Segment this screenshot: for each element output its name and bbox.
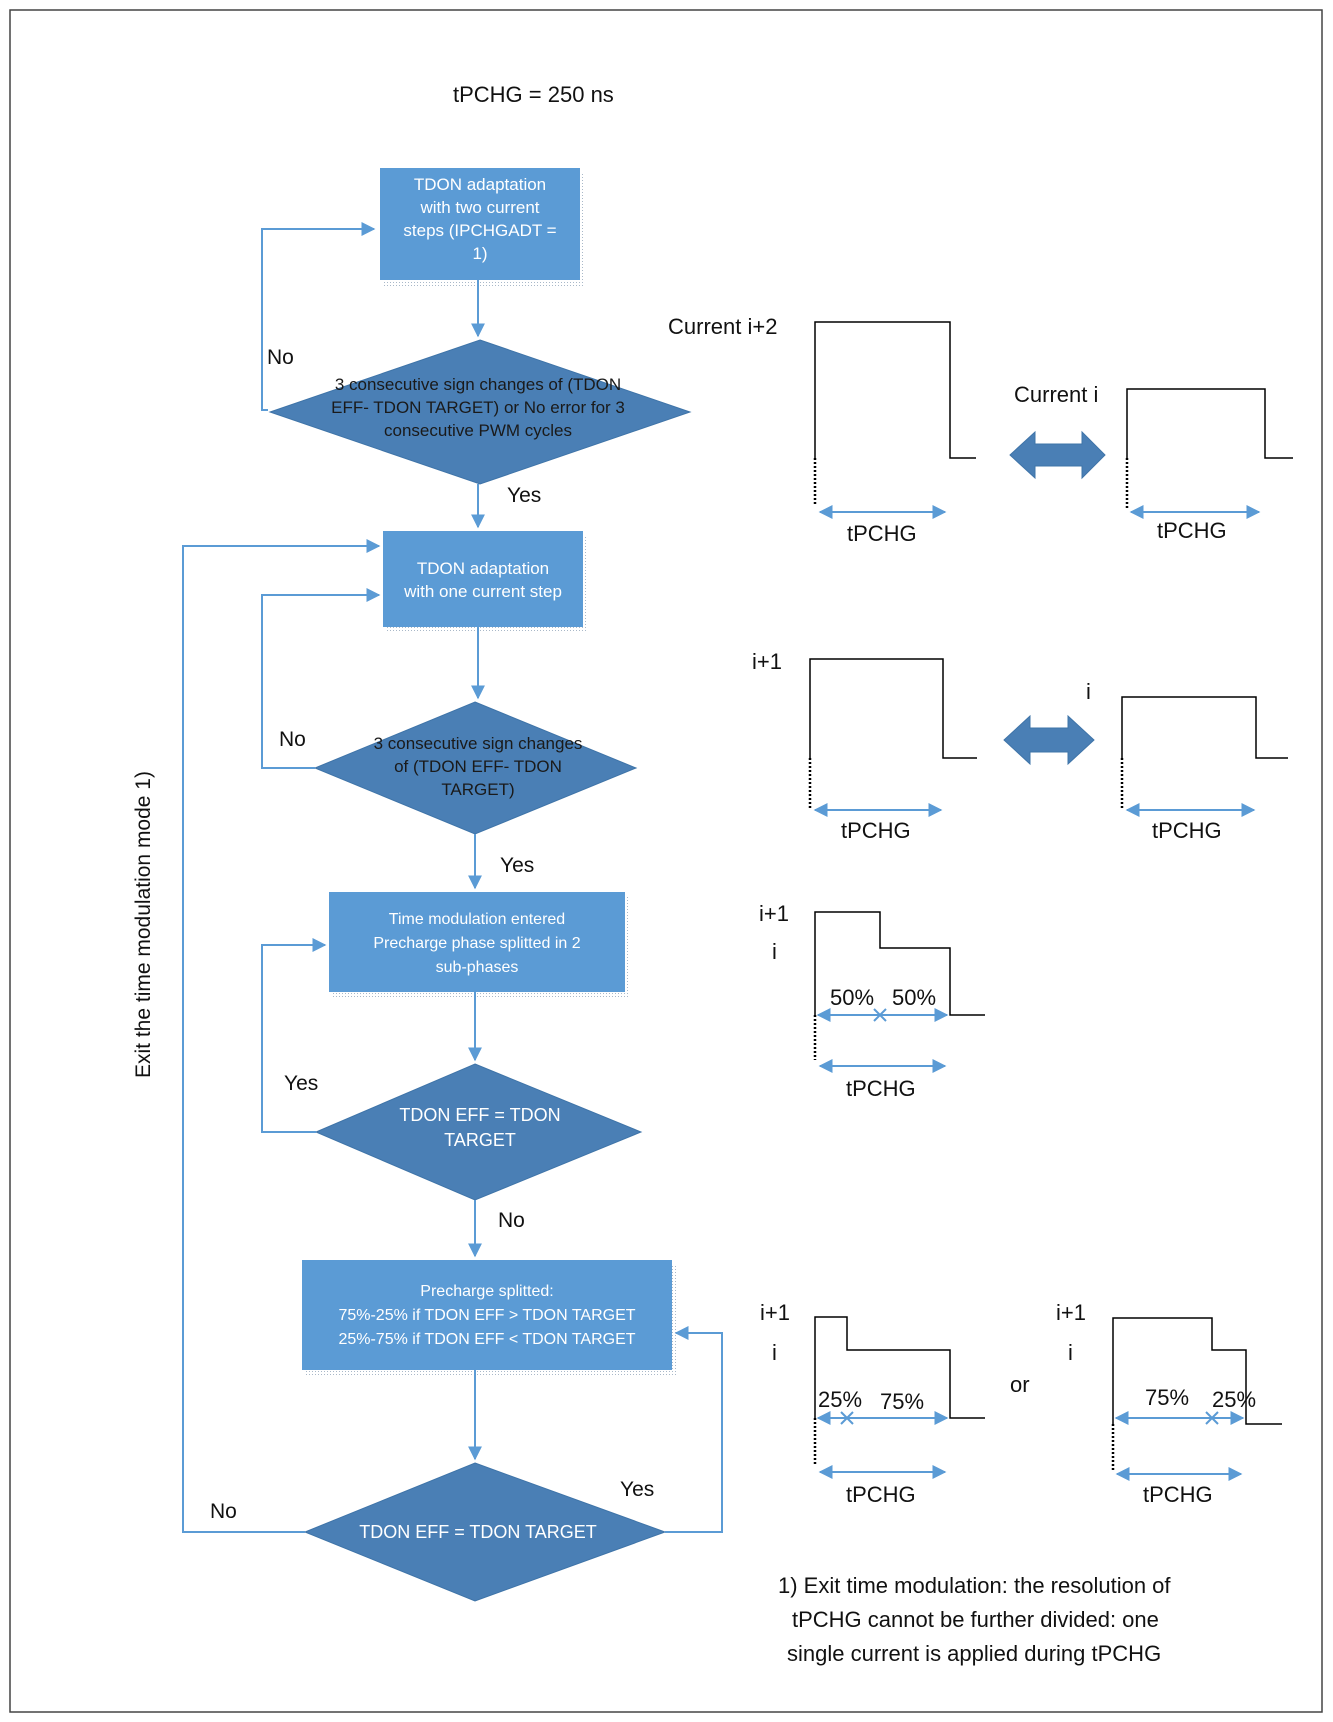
page-border <box>9 9 1323 1713</box>
connector-or: or <box>1010 1372 1030 1397</box>
span-label-row3: tPCHG <box>846 1076 916 1101</box>
svg-text:TDON EFF = TDON TARGET: TDON EFF = TDON TARGET <box>359 1522 597 1542</box>
pct-label-row4-left-b: 75% <box>880 1389 924 1414</box>
pct-label-row4-left-a: 25% <box>818 1387 862 1412</box>
label-yes-4: Yes <box>620 1478 654 1501</box>
label-no-3: No <box>498 1209 525 1232</box>
wave-label-i-row4-right: i <box>1068 1340 1073 1365</box>
decision-tdon-equal-2: TDON EFF = TDON TARGET <box>303 1462 667 1602</box>
label-no-4: No <box>210 1500 237 1523</box>
span-label-row1-right: tPCHG <box>1157 518 1227 543</box>
flow-connectors <box>182 222 723 1533</box>
span-label-row1-left: tPCHG <box>847 521 917 546</box>
wave-label-current-i: Current i <box>1014 382 1098 407</box>
label-exit-time-modulation: Exit the time modulation mode 1) <box>132 771 155 1078</box>
label-yes-1: Yes <box>507 484 541 507</box>
wave-label-i-row3: i <box>772 939 777 964</box>
pct-label-row3-a: 50% <box>830 985 874 1010</box>
svg-text:3 consecutive sign changes of: 3 consecutive sign changes of (TDONEFF- … <box>331 375 625 440</box>
double-arrow-row2-icon <box>1003 714 1095 766</box>
footnote: 1) Exit time modulation: the resolution … <box>778 1573 1171 1666</box>
wave-label-i-plus-1-row4-right: i+1 <box>1056 1300 1086 1325</box>
wave-label-current-i-plus-2: Current i+2 <box>668 314 777 339</box>
svg-text:Precharge splitted:75%-25% if: Precharge splitted:75%-25% if TDON EFF >… <box>338 1283 635 1348</box>
wave-label-i-plus-1-row4-left: i+1 <box>760 1300 790 1325</box>
span-label-row4-left: tPCHG <box>846 1482 916 1507</box>
pct-label-row4-right-a: 75% <box>1145 1385 1189 1410</box>
label-no-1: No <box>267 346 294 369</box>
label-yes-2: Yes <box>500 854 534 877</box>
wave-label-i-plus-1-row3: i+1 <box>759 901 789 926</box>
label-yes-3: Yes <box>284 1072 318 1095</box>
wave-label-i-plus-1-row2: i+1 <box>752 649 782 674</box>
label-no-2: No <box>279 728 306 751</box>
span-label-row2-left: tPCHG <box>841 818 911 843</box>
span-label-row4-right: tPCHG <box>1143 1482 1213 1507</box>
pct-label-row4-right-b: 25% <box>1212 1387 1256 1412</box>
waveform-lines <box>808 321 1293 1470</box>
wave-label-i-row2: i <box>1086 679 1091 704</box>
pct-label-row3-b: 50% <box>892 985 936 1010</box>
wave-label-i-row4-left: i <box>772 1340 777 1365</box>
page-title: tPCHG = 250 ns <box>453 82 614 107</box>
span-arrows <box>813 505 1261 1481</box>
process-box-precharge-splitted: Precharge splitted:75%-25% if TDON EFF >… <box>302 1260 677 1376</box>
span-label-row2-right: tPCHG <box>1152 818 1222 843</box>
double-arrow-row1-icon <box>1009 430 1106 480</box>
